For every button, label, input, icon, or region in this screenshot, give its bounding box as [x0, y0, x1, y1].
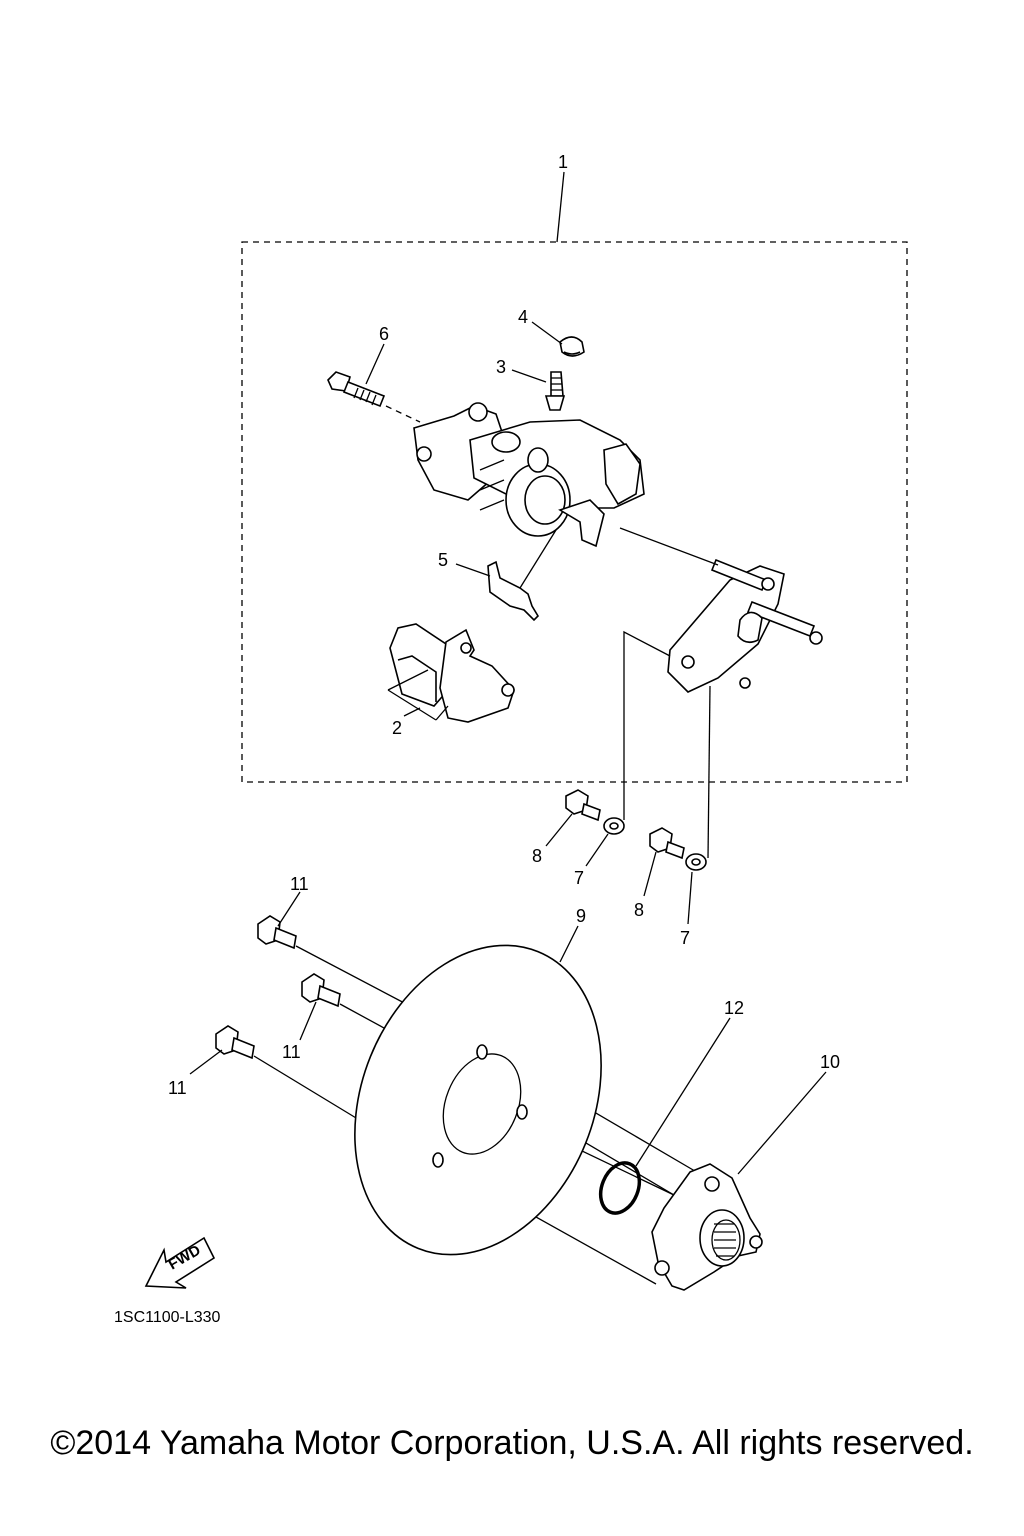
- bleeder-screw: [544, 371, 566, 411]
- callout-11-bottom: 11: [168, 1078, 187, 1098]
- callout-4: 4: [518, 307, 528, 327]
- washer-right: [685, 853, 707, 871]
- callout-9: 9: [576, 906, 586, 926]
- callout-7-right: 7: [680, 928, 690, 948]
- callout-1: 1: [558, 152, 568, 172]
- disc-bolt-middle: [301, 973, 341, 1008]
- callout-11-middle: 11: [282, 1042, 301, 1062]
- disc-bolt-bottom: [215, 1025, 255, 1060]
- caliper-assembly-boundary: [241, 241, 908, 783]
- callout-3: 3: [496, 357, 506, 377]
- disc-bolt-top: [257, 915, 297, 950]
- callout-11-top: 11: [290, 874, 309, 894]
- wheel-hub: [651, 1163, 763, 1291]
- brake-pads: [389, 623, 515, 723]
- callout-5: 5: [438, 550, 448, 570]
- drawing-code: 1SC1100-L330: [114, 1309, 221, 1326]
- o-ring: [598, 1161, 642, 1215]
- caliper-bracket: [619, 527, 823, 693]
- caliper-bolt: [327, 371, 421, 423]
- callout-7-left: 7: [574, 868, 584, 888]
- bracket-bolt-right: [649, 827, 685, 860]
- callout-2: 2: [392, 718, 402, 738]
- callout-8-right: 8: [634, 900, 644, 920]
- callout-6: 6: [379, 324, 389, 344]
- callout-8-left: 8: [532, 846, 542, 866]
- bleeder-cap: [559, 336, 585, 357]
- pad-spring: [487, 560, 540, 622]
- brake-caliper-body: [413, 402, 645, 548]
- washer-left: [603, 817, 625, 835]
- callout-12: 12: [724, 998, 744, 1018]
- callout-10: 10: [820, 1052, 840, 1072]
- copyright-notice: ©2014 Yamaha Motor Corporation, U.S.A. A…: [50, 1424, 974, 1462]
- bracket-bolt-left: [565, 789, 601, 822]
- brake-disc: [354, 944, 602, 1256]
- fwd-arrow-icon: FWD: [144, 1236, 216, 1289]
